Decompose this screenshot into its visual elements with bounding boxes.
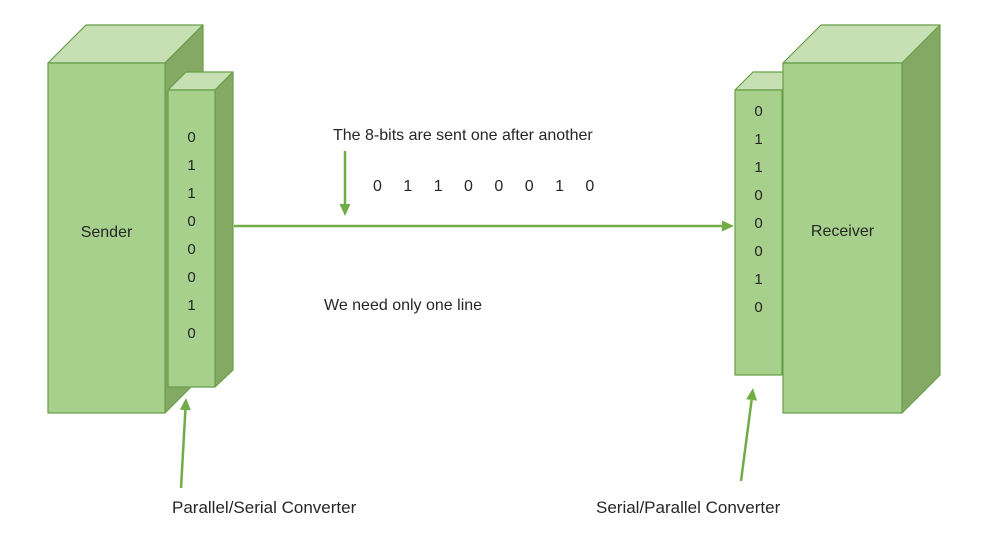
receiver-converter-arrow-shaft	[739, 399, 753, 482]
receiver-box	[782, 24, 941, 414]
caption-down-arrow	[339, 151, 351, 216]
channel-bits: 0 1 1 0 0 0 1 0	[373, 178, 596, 195]
receiver-label: Receiver	[810, 223, 875, 240]
sender-converter-pointer-arrow	[179, 398, 191, 489]
transmission-line-arrow	[234, 220, 734, 232]
receiver-converter-front-face	[734, 89, 783, 376]
receiver-box-side-face	[901, 24, 941, 414]
receiver-converter-pointer-arrow	[739, 388, 757, 482]
caption-arrowhead-icon	[339, 204, 351, 216]
sender-label: Sender	[80, 224, 133, 241]
sender-converter-front-face	[167, 89, 216, 388]
sender-converter-arrowhead-icon	[179, 398, 191, 411]
transmission-arrowhead-icon	[722, 220, 734, 232]
receiver-converter-arrowhead-icon	[746, 388, 757, 401]
receiver-converter-bits: 0 1 1 0 0 0 1 0	[754, 103, 763, 316]
sender-converter-arrow-shaft	[179, 409, 187, 489]
sender-converter-box	[167, 71, 234, 388]
receiver-box-front-face	[782, 62, 903, 414]
sender-converter-label: Parallel/Serial Converter	[172, 498, 357, 517]
channel-note: We need only one line	[324, 297, 483, 314]
sender-converter-side-face	[214, 71, 234, 388]
receiver-converter-label: Serial/Parallel Converter	[596, 498, 781, 517]
sender-box-front-face	[47, 62, 166, 414]
sender-converter-bits: 0 1 1 0 0 0 1 0	[187, 129, 196, 342]
channel-caption: The 8-bits are sent one after another	[333, 127, 593, 144]
